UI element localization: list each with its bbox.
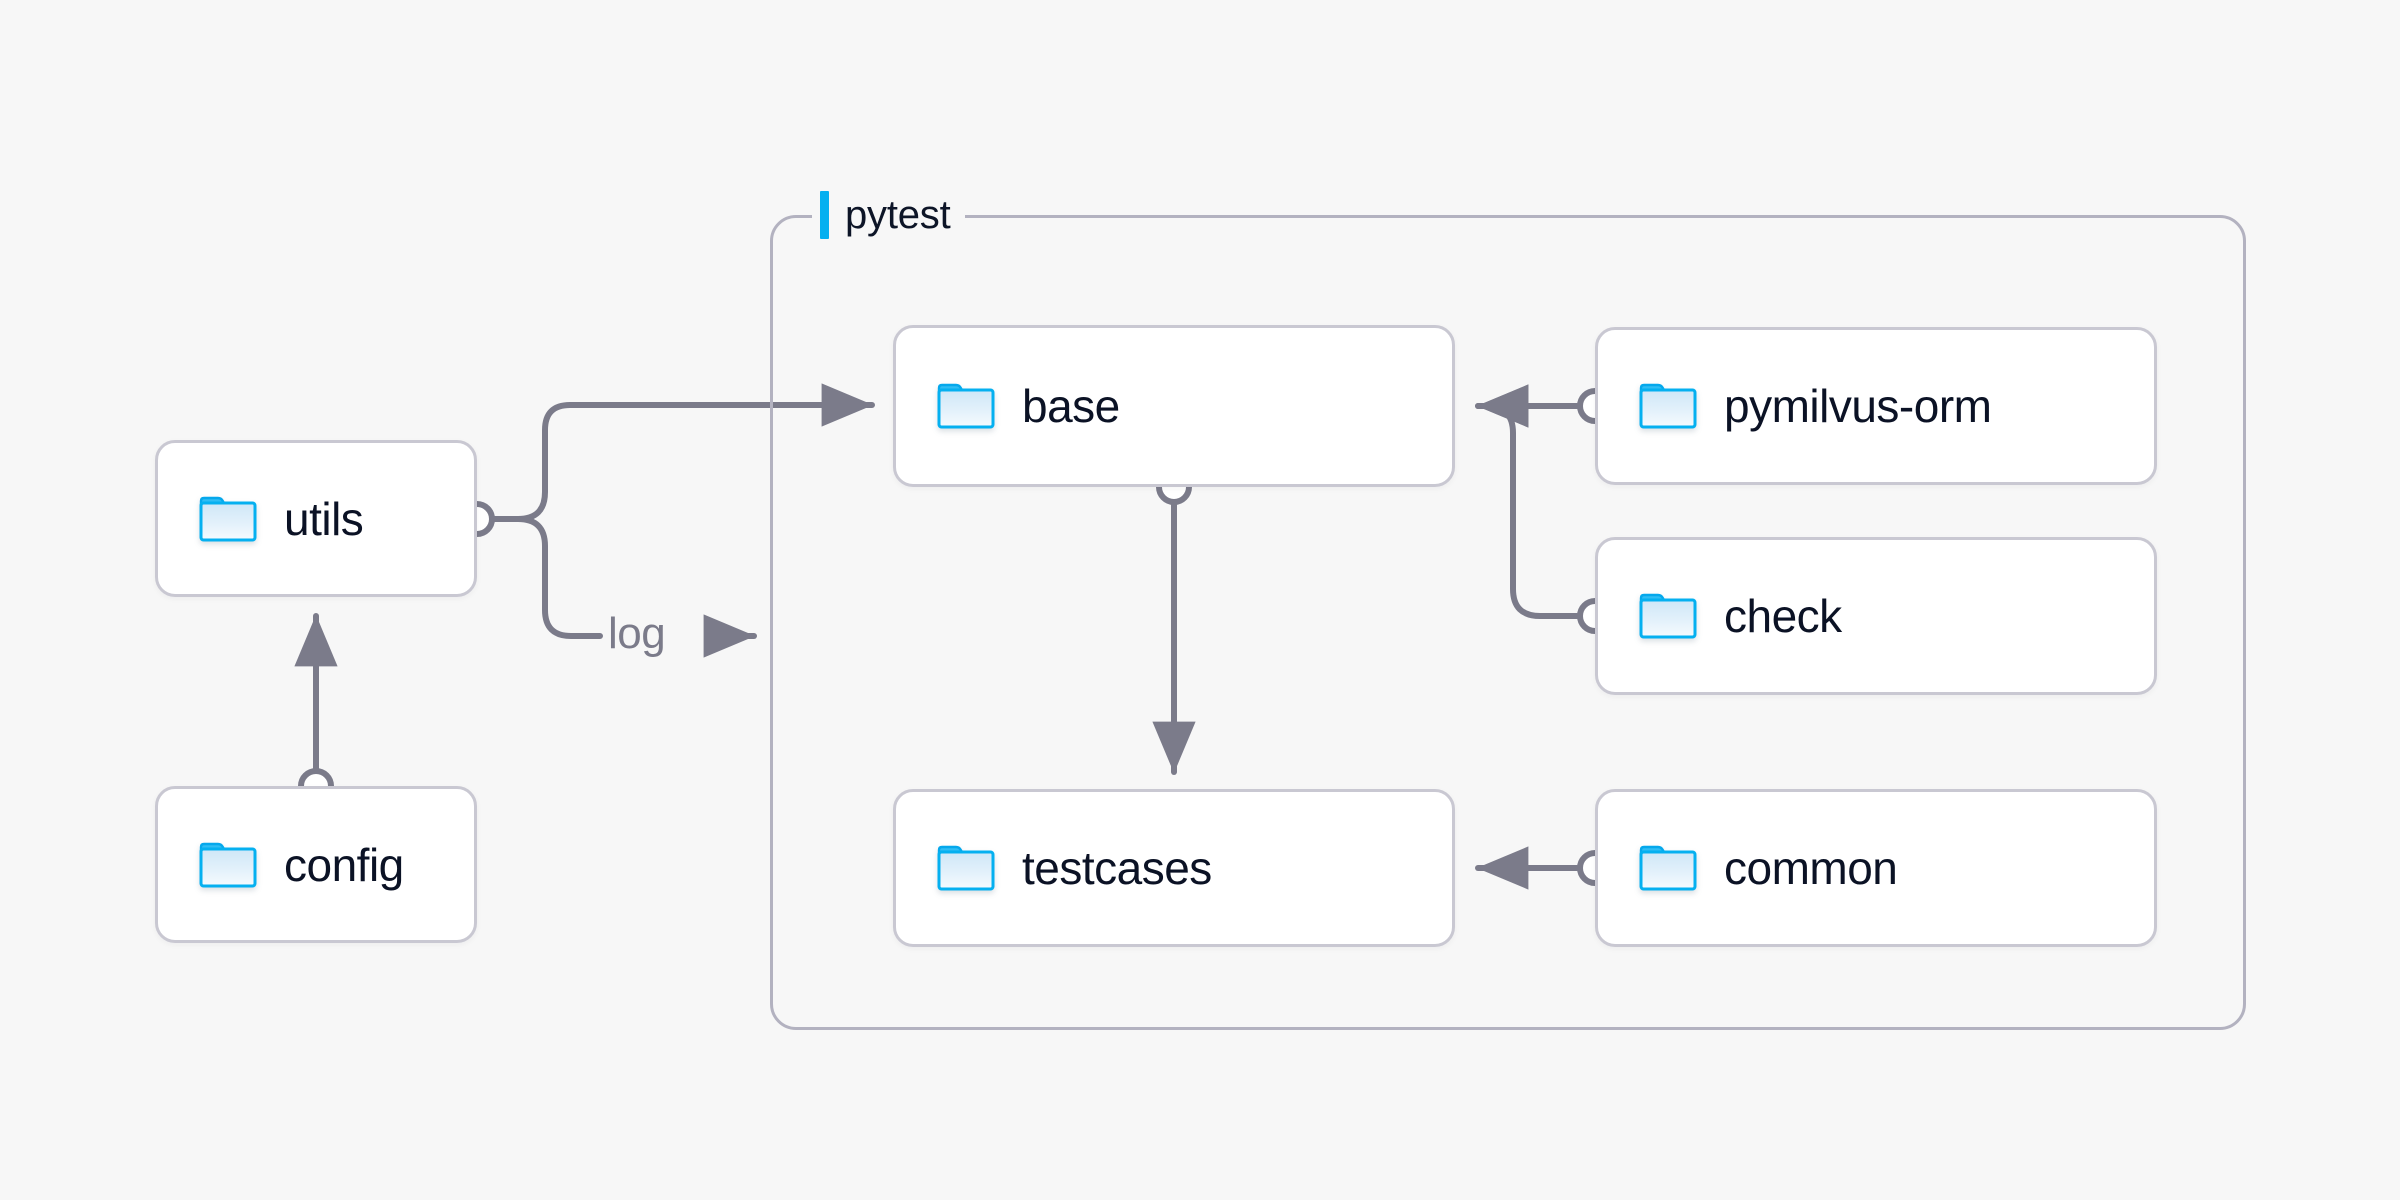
folder-icon [937, 383, 995, 429]
folder-icon [199, 496, 257, 541]
folder-icon [937, 845, 995, 891]
node-testcases[interactable]: testcases [893, 789, 1455, 947]
node-label: check [1724, 590, 1842, 642]
node-utils[interactable]: utils [155, 440, 477, 597]
edge-label-log: log [608, 609, 666, 658]
node-check[interactable]: check [1595, 537, 2157, 695]
edge-utils-to-log [474, 516, 603, 639]
node-label: common [1724, 842, 1898, 894]
group-accent-bar [820, 191, 829, 239]
group-title-label: pytest [845, 193, 951, 237]
folder-icon [1639, 593, 1697, 639]
folder-icon [1639, 383, 1697, 429]
node-base[interactable]: base [893, 325, 1455, 487]
node-label: config [284, 838, 404, 891]
node-label: base [1022, 380, 1120, 432]
node-pymilvus-orm[interactable]: pymilvus-orm [1595, 327, 2157, 485]
folder-icon [199, 842, 257, 887]
group-pytest[interactable] [770, 215, 2246, 1030]
node-label: utils [284, 492, 364, 545]
group-pytest-title: pytest [812, 188, 965, 242]
node-label: pymilvus-orm [1724, 380, 1992, 432]
folder-icon [1639, 845, 1697, 891]
node-config[interactable]: config [155, 786, 477, 943]
node-label: testcases [1022, 842, 1212, 894]
node-common[interactable]: common [1595, 789, 2157, 947]
